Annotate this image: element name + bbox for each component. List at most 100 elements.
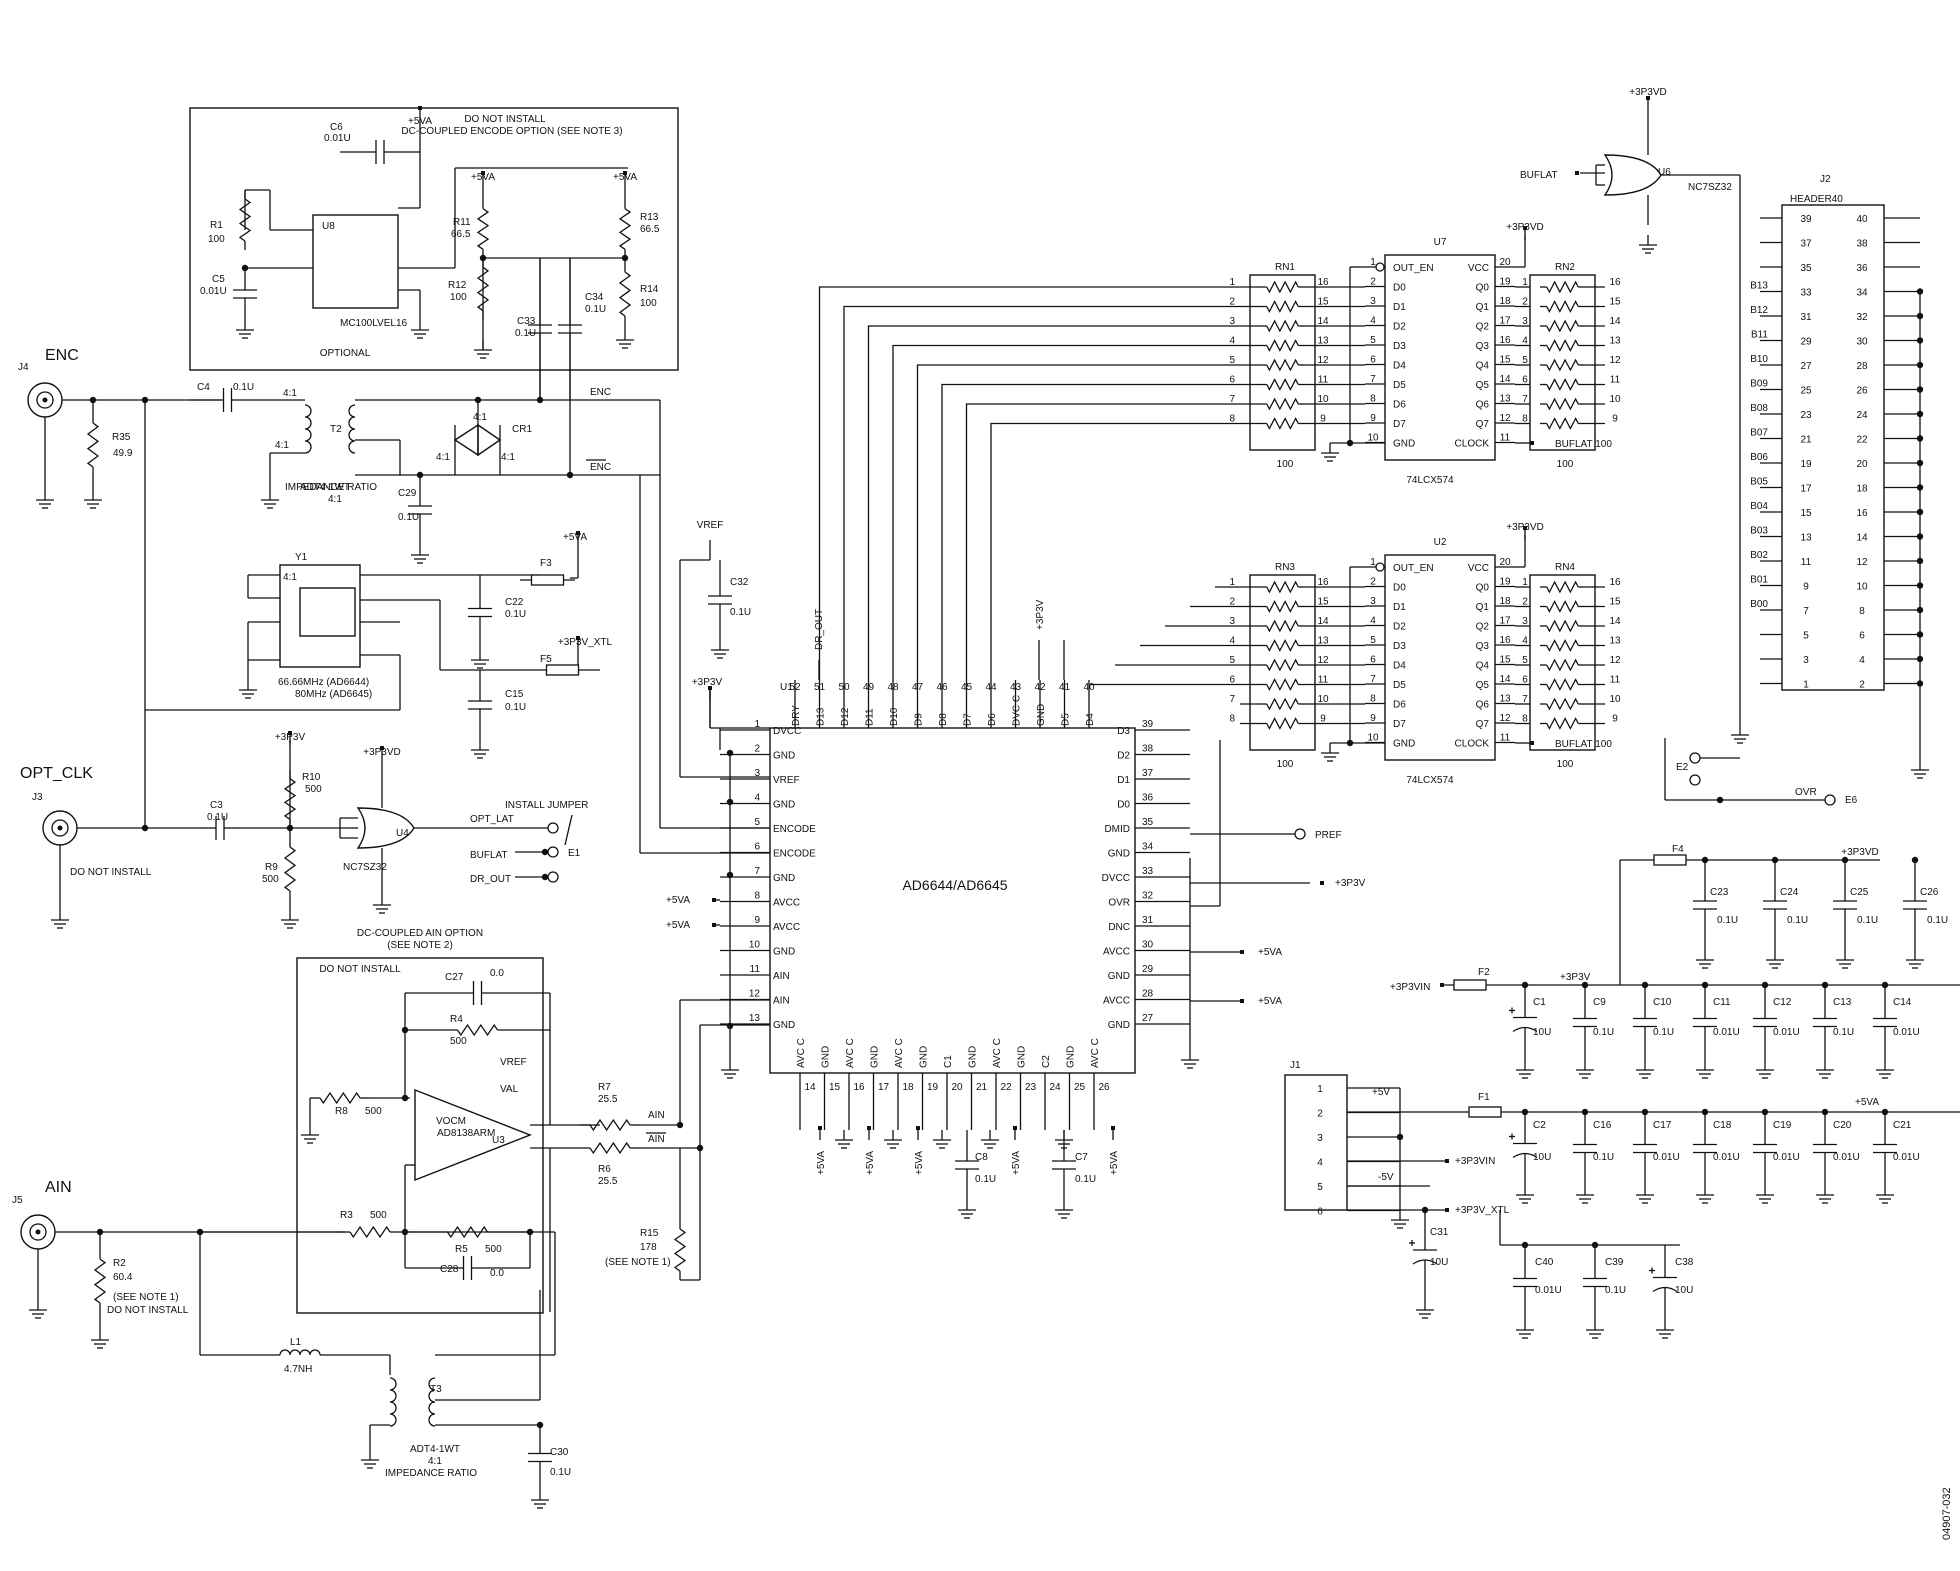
dni-r2: DO NOT INSTALL <box>107 1305 189 1316</box>
rn-box <box>1529 274 1596 451</box>
pin-num: 17 <box>878 1082 890 1093</box>
transformer-coil <box>348 404 356 454</box>
r2-ref: R2 <box>113 1258 126 1269</box>
resistor-body <box>1266 417 1299 430</box>
pin-num: 12 <box>1317 655 1329 666</box>
pin-num: 14 <box>1499 374 1511 385</box>
pin-name: GND <box>1066 1046 1077 1068</box>
test-point <box>1375 562 1385 572</box>
pin-num: 14 <box>1609 616 1621 627</box>
ovr-label: OVR <box>1795 787 1817 798</box>
hdr-pin: 10 <box>1856 582 1868 593</box>
optclk-label: OPT_CLK <box>20 765 93 782</box>
c22-ref: C22 <box>505 597 524 608</box>
ain-net: AIN <box>648 1110 665 1121</box>
junction-dot <box>726 798 734 806</box>
resistor-body <box>238 198 252 242</box>
pin-num: 35 <box>1142 817 1154 828</box>
pin-num: 42 <box>1034 682 1046 693</box>
junction-dot <box>1421 1206 1429 1214</box>
test-point <box>1689 774 1701 786</box>
resistor-body <box>1266 717 1299 730</box>
pin-num: 51 <box>814 682 826 693</box>
buflat-u6: BUFLAT <box>1520 170 1558 181</box>
pin-name: GND <box>773 873 795 884</box>
pin-num: 13 <box>1317 336 1329 347</box>
encb-net-label: ENC <box>590 462 611 473</box>
hdr-pin: 40 <box>1856 214 1868 225</box>
junction-dot <box>1916 655 1924 663</box>
j2-ref: J2 <box>1820 174 1831 185</box>
c28-val: 0.0 <box>490 1268 504 1279</box>
resistor-body <box>1546 639 1579 652</box>
hdr-pin: 22 <box>1856 435 1868 446</box>
cap-val: 0.01U <box>1653 1152 1680 1163</box>
resistor-body <box>1266 678 1299 691</box>
resistor-body <box>1546 600 1579 613</box>
resistor-body <box>1266 358 1299 372</box>
pin-num: 13 <box>1499 394 1511 405</box>
rn-val: 100 <box>1277 759 1294 770</box>
hdr-pin: 23 <box>1800 410 1812 421</box>
cr1-pin3: 4:1 <box>473 412 487 423</box>
bnc-pin <box>35 1229 41 1235</box>
pin-num: 15 <box>829 1082 841 1093</box>
y1-ref: Y1 <box>295 552 308 563</box>
r14-val: 100 <box>640 298 657 309</box>
c33-val: 0.1U <box>515 328 536 339</box>
pin-name: Q7 <box>1476 719 1490 730</box>
r2-val: 60.4 <box>113 1272 133 1283</box>
resistor-body <box>283 778 297 820</box>
ain-option-box <box>296 957 544 1314</box>
u8-ref: U8 <box>322 221 335 232</box>
junction-dot <box>1346 439 1354 447</box>
resistor-body <box>1266 600 1299 613</box>
junction-dot <box>479 254 487 262</box>
rail: +5VA <box>563 532 587 543</box>
hdr-pin: 17 <box>1800 484 1812 495</box>
rail: +5VA <box>666 895 690 906</box>
j3-note: DO NOT INSTALL <box>70 867 152 878</box>
pin-name: AVC C <box>894 1038 905 1068</box>
u8-box <box>312 214 399 309</box>
cap-ref: C9 <box>1593 997 1606 1008</box>
cr1-pin2: 4:1 <box>501 452 515 463</box>
pin-name: AVCC <box>773 922 800 933</box>
cap-ref: C26 <box>1920 887 1939 898</box>
junction-dot <box>286 824 294 832</box>
junction-dot <box>416 471 424 479</box>
resistor-body <box>1546 717 1579 730</box>
hdr-pin: 34 <box>1856 288 1868 299</box>
rail: +3P3VIN <box>1455 1156 1495 1167</box>
pin-num: 40 <box>1083 682 1095 693</box>
pin-num: 1 <box>754 719 760 730</box>
rail-flag <box>481 171 485 175</box>
hdr-bit: B03 <box>1750 526 1768 537</box>
bnc-pin <box>57 825 63 831</box>
cap-val: 0.1U <box>1605 1285 1626 1296</box>
j1-box <box>1284 1074 1348 1211</box>
resistor-body <box>1266 639 1299 652</box>
pin-num: 11 <box>1500 433 1511 444</box>
pin-name: DVCC <box>773 726 801 737</box>
junction-dot <box>1911 856 1919 864</box>
wires <box>29 100 1960 1509</box>
pin-name: D7 <box>963 713 974 726</box>
cap-ref: C2 <box>1533 1120 1546 1131</box>
pin-num: 15 <box>1609 597 1621 608</box>
pin-num: 32 <box>1142 891 1154 902</box>
test-point <box>1375 262 1385 272</box>
junction-dot <box>1916 337 1924 344</box>
hdr-pin: 2 <box>1859 680 1865 691</box>
pin-num: 46 <box>936 682 948 693</box>
rail-flag <box>1530 741 1534 745</box>
junction-dot <box>1521 1108 1529 1116</box>
r11-ref: R11 <box>453 217 471 228</box>
junction-dot <box>566 471 574 479</box>
buflat-tag: BUFLAT 100 <box>1555 739 1612 750</box>
cap-ref: C12 <box>1773 997 1792 1008</box>
pin-num: 11 <box>1318 675 1329 686</box>
c3-val: 0.1U <box>207 812 228 823</box>
pin-num: 8 <box>1370 694 1376 705</box>
